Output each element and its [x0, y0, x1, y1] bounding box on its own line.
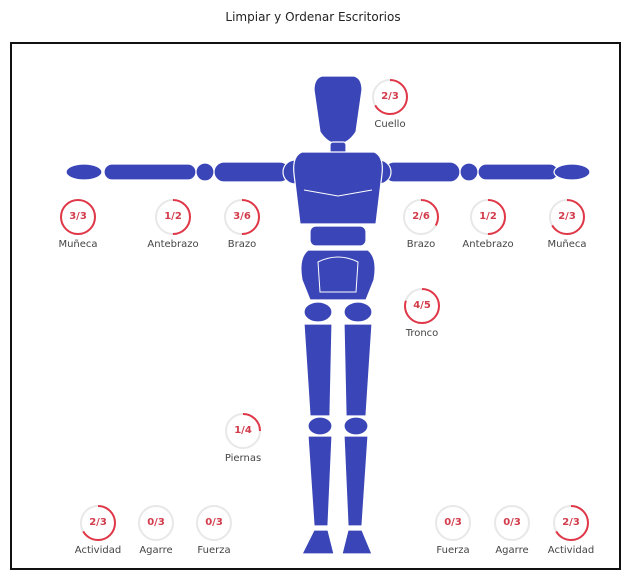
gauge-label: Antebrazo [133, 239, 213, 250]
gauge-value: 1/2 [153, 197, 193, 237]
gauge-value: 3/3 [58, 197, 98, 237]
gauge-value: 0/3 [433, 503, 473, 543]
figure-knee-left [308, 417, 332, 435]
gauge-label: Muñeca [38, 239, 118, 250]
figure-thigh-right [344, 324, 372, 416]
gauge-label: Cuello [350, 119, 430, 130]
figure-hipjoint-right [344, 302, 372, 322]
figure-hipjoint-left [304, 302, 332, 322]
figure-shin-left [308, 436, 332, 526]
figure-forearm-left [104, 164, 196, 180]
figure-hand-left [66, 164, 102, 180]
figure-foot-right [342, 530, 372, 554]
figure-upperarm-left [214, 162, 290, 182]
gauge-value: 1/4 [223, 411, 263, 451]
figure-foot-left [302, 530, 334, 554]
figure-shin-right [344, 436, 368, 526]
figure-hand-right [554, 164, 590, 180]
gauge-label: Piernas [203, 453, 283, 464]
gauge-value: 2/3 [551, 503, 591, 543]
figure-elbow-left [196, 163, 214, 181]
gauge-value: 4/5 [402, 286, 442, 326]
gauge-value: 2/3 [78, 503, 118, 543]
gauge-label: Brazo [202, 239, 282, 250]
gauge-label: Muñeca [527, 239, 607, 250]
gauge-label: Fuerza [174, 545, 254, 556]
gauge-value: 2/3 [547, 197, 587, 237]
gauge-label: Actividad [531, 545, 611, 556]
figure-elbow-right [460, 163, 478, 181]
gauge-label: Tronco [382, 328, 462, 339]
figure-thigh-left [304, 324, 332, 416]
figure-upperarm-right [384, 162, 460, 182]
gauge-value: 2/6 [401, 197, 441, 237]
gauge-value: 1/2 [468, 197, 508, 237]
gauge-value: 2/3 [370, 77, 410, 117]
figure-chest [294, 152, 383, 224]
gauge-value: 0/3 [194, 503, 234, 543]
gauge-value: 3/6 [222, 197, 262, 237]
figure-forearm-right [478, 164, 558, 180]
figure-waist [310, 226, 366, 246]
figure-knee-right [344, 417, 368, 435]
gauge-label: Antebrazo [448, 239, 528, 250]
mannequin-figure [12, 44, 619, 568]
gauge-value: 0/3 [492, 503, 532, 543]
gauge-value: 0/3 [136, 503, 176, 543]
page-title: Limpiar y Ordenar Escritorios [0, 10, 626, 24]
